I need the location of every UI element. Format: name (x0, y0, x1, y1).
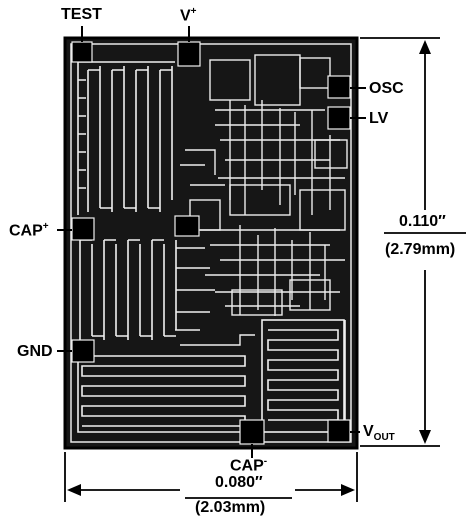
pad-vout (327, 419, 351, 443)
label-capplus-main: CAP (9, 222, 43, 240)
label-test: TEST (61, 6, 102, 23)
label-vout-sub: OUT (373, 432, 395, 444)
pad-test (71, 41, 93, 63)
pad-gnd (71, 339, 95, 363)
bottom-left-serpentine (77, 355, 250, 433)
label-capminus-main: CAP (230, 457, 264, 475)
upper-left-meander (77, 61, 175, 215)
label-vplus-main: V (180, 7, 191, 25)
label-gnd: GND (17, 343, 53, 360)
label-capplus: CAP+ (9, 222, 49, 239)
pin-leaders (57, 26, 366, 458)
label-lv: LV (369, 110, 389, 127)
pad-vplus (177, 41, 201, 67)
label-osc: OSC (369, 80, 404, 97)
label-vplus: V+ (180, 7, 197, 24)
pad-osc (327, 75, 351, 99)
width-mm-label: (2.03mm) (195, 499, 266, 516)
width-inches-label: 0.080″ (215, 474, 263, 491)
label-capminus: CAP- (230, 457, 267, 474)
label-vplus-sup: + (190, 6, 197, 17)
height-dimension (360, 37, 466, 447)
logic-area (175, 54, 348, 346)
pad-capplus (71, 217, 95, 241)
label-vout: VOUT (363, 424, 395, 443)
label-vout-main: V (363, 423, 374, 440)
height-mm-label: (2.79mm) (385, 241, 456, 258)
width-dimension (64, 452, 358, 502)
bond-pads (71, 41, 351, 445)
height-inches-label: 0.110″ (399, 213, 446, 230)
pad-lv (327, 106, 351, 130)
pad-capminus (239, 419, 265, 445)
die-inner-border (70, 43, 352, 443)
pad-capplus-right (174, 215, 200, 237)
label-capplus-sup: + (42, 221, 49, 232)
label-capminus-sup: - (263, 456, 268, 467)
bottom-right-serpentine (261, 319, 346, 433)
